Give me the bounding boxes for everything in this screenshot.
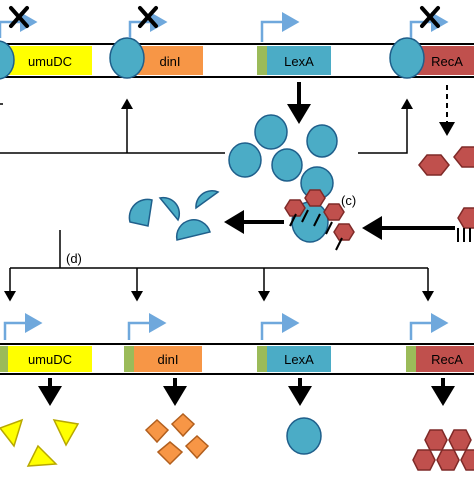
triangle-icon (52, 419, 80, 447)
diamond-icon (156, 441, 184, 466)
lexA-monomer (271, 148, 303, 182)
recA-hexagon (453, 146, 474, 168)
hexagon-icon (436, 449, 460, 471)
recA-hexagon (418, 154, 450, 176)
lexA-cleavage-complex: (c) (284, 189, 356, 251)
lexA-monomer (254, 114, 288, 150)
promoter-arrow-recA-bottom (409, 313, 449, 340)
gene-label-umuDC-bottom: umuDC (28, 352, 72, 367)
recA-hexagon (457, 207, 474, 229)
recA-pool (418, 146, 474, 176)
triangle-icon (26, 444, 58, 467)
recA-products (412, 429, 474, 471)
recA-hexagon (304, 189, 326, 207)
gene-label-dinI-top: dinI (160, 54, 181, 69)
lexA-new-protein (286, 417, 322, 455)
gene-recA-top (416, 46, 474, 75)
lexA-fragment (128, 198, 153, 227)
induction-branches: (d) (4, 230, 434, 302)
gene-label-lexA-bottom: LexA (284, 352, 314, 367)
lexA-fragment (175, 219, 211, 241)
lexA-fragment (158, 196, 181, 222)
feedback-arrow-recA (358, 98, 413, 154)
lexA-bound-umuDC (0, 40, 15, 80)
recA-hexagon (284, 199, 306, 217)
triangle-icon (0, 418, 24, 448)
feedback-lines (0, 98, 413, 154)
x-mark-icon (420, 6, 440, 28)
label-c: (c) (341, 193, 356, 208)
gene-label-dinI-bottom: dinI (158, 352, 179, 367)
x-mark-icon (9, 6, 29, 28)
gene-label-lexA-top: LexA (284, 54, 314, 69)
x-mark-icon (138, 6, 158, 28)
hexagon-icon (460, 449, 474, 471)
label-d: (d) (66, 251, 82, 266)
promoter-arrow-recA-top (409, 12, 449, 38)
hexagon-icon (448, 429, 472, 451)
recA-hexagon (323, 203, 345, 221)
gene-lexA-top (267, 46, 331, 75)
diamond-icon (184, 434, 210, 460)
promoter-arrow-dinI-bottom (127, 313, 167, 340)
gene-label-umuDC-top: umuDC (28, 54, 72, 69)
gene-lexA-bottom (267, 346, 331, 372)
gene-recA-bottom (416, 346, 474, 372)
promoter-arrow-umuDC-bottom (3, 313, 43, 340)
dna-top: umuDC dinI LexA RecA (0, 6, 474, 80)
gene-dinI-top (137, 46, 203, 75)
promoter-arrow-umuDC-top (0, 12, 38, 38)
recA-filament-right (457, 207, 474, 242)
lexA-bound-dinI (109, 37, 145, 79)
umuDC-products (0, 418, 80, 467)
operator-dinI-bottom (124, 346, 134, 372)
promoter-arrow-lexA-top (260, 12, 300, 42)
operator-lexA-bottom (257, 346, 267, 372)
gene-label-recA-bottom: RecA (431, 352, 463, 367)
gene-umuDC-bottom (8, 346, 92, 372)
lexA-protein-pool (228, 114, 338, 200)
diamond-icon (170, 412, 196, 438)
operator-recA-bottom (406, 346, 416, 372)
lexA-fragments (128, 190, 220, 241)
gene-dinI-bottom (134, 346, 202, 372)
diamond-icon (144, 418, 170, 444)
dna-bottom: umuDC dinI LexA RecA (0, 313, 474, 375)
dinI-products (144, 412, 210, 466)
operator-lexA-top (257, 46, 267, 75)
gene-umuDC-top (8, 46, 92, 75)
promoter-arrow-lexA-bottom (260, 313, 300, 340)
recA-hexagon (333, 223, 355, 241)
hexagon-icon (412, 449, 436, 471)
promoter-arrow-dinI-top (128, 12, 168, 38)
gene-label-recA-top: RecA (431, 54, 463, 69)
lexA-monomer (306, 124, 338, 158)
lexA-fragment (195, 190, 220, 210)
hexagon-icon (424, 429, 448, 451)
operator-umuDC-bottom (0, 346, 8, 372)
lexA-monomer (228, 142, 262, 178)
lexA-bound-recA (389, 37, 425, 79)
